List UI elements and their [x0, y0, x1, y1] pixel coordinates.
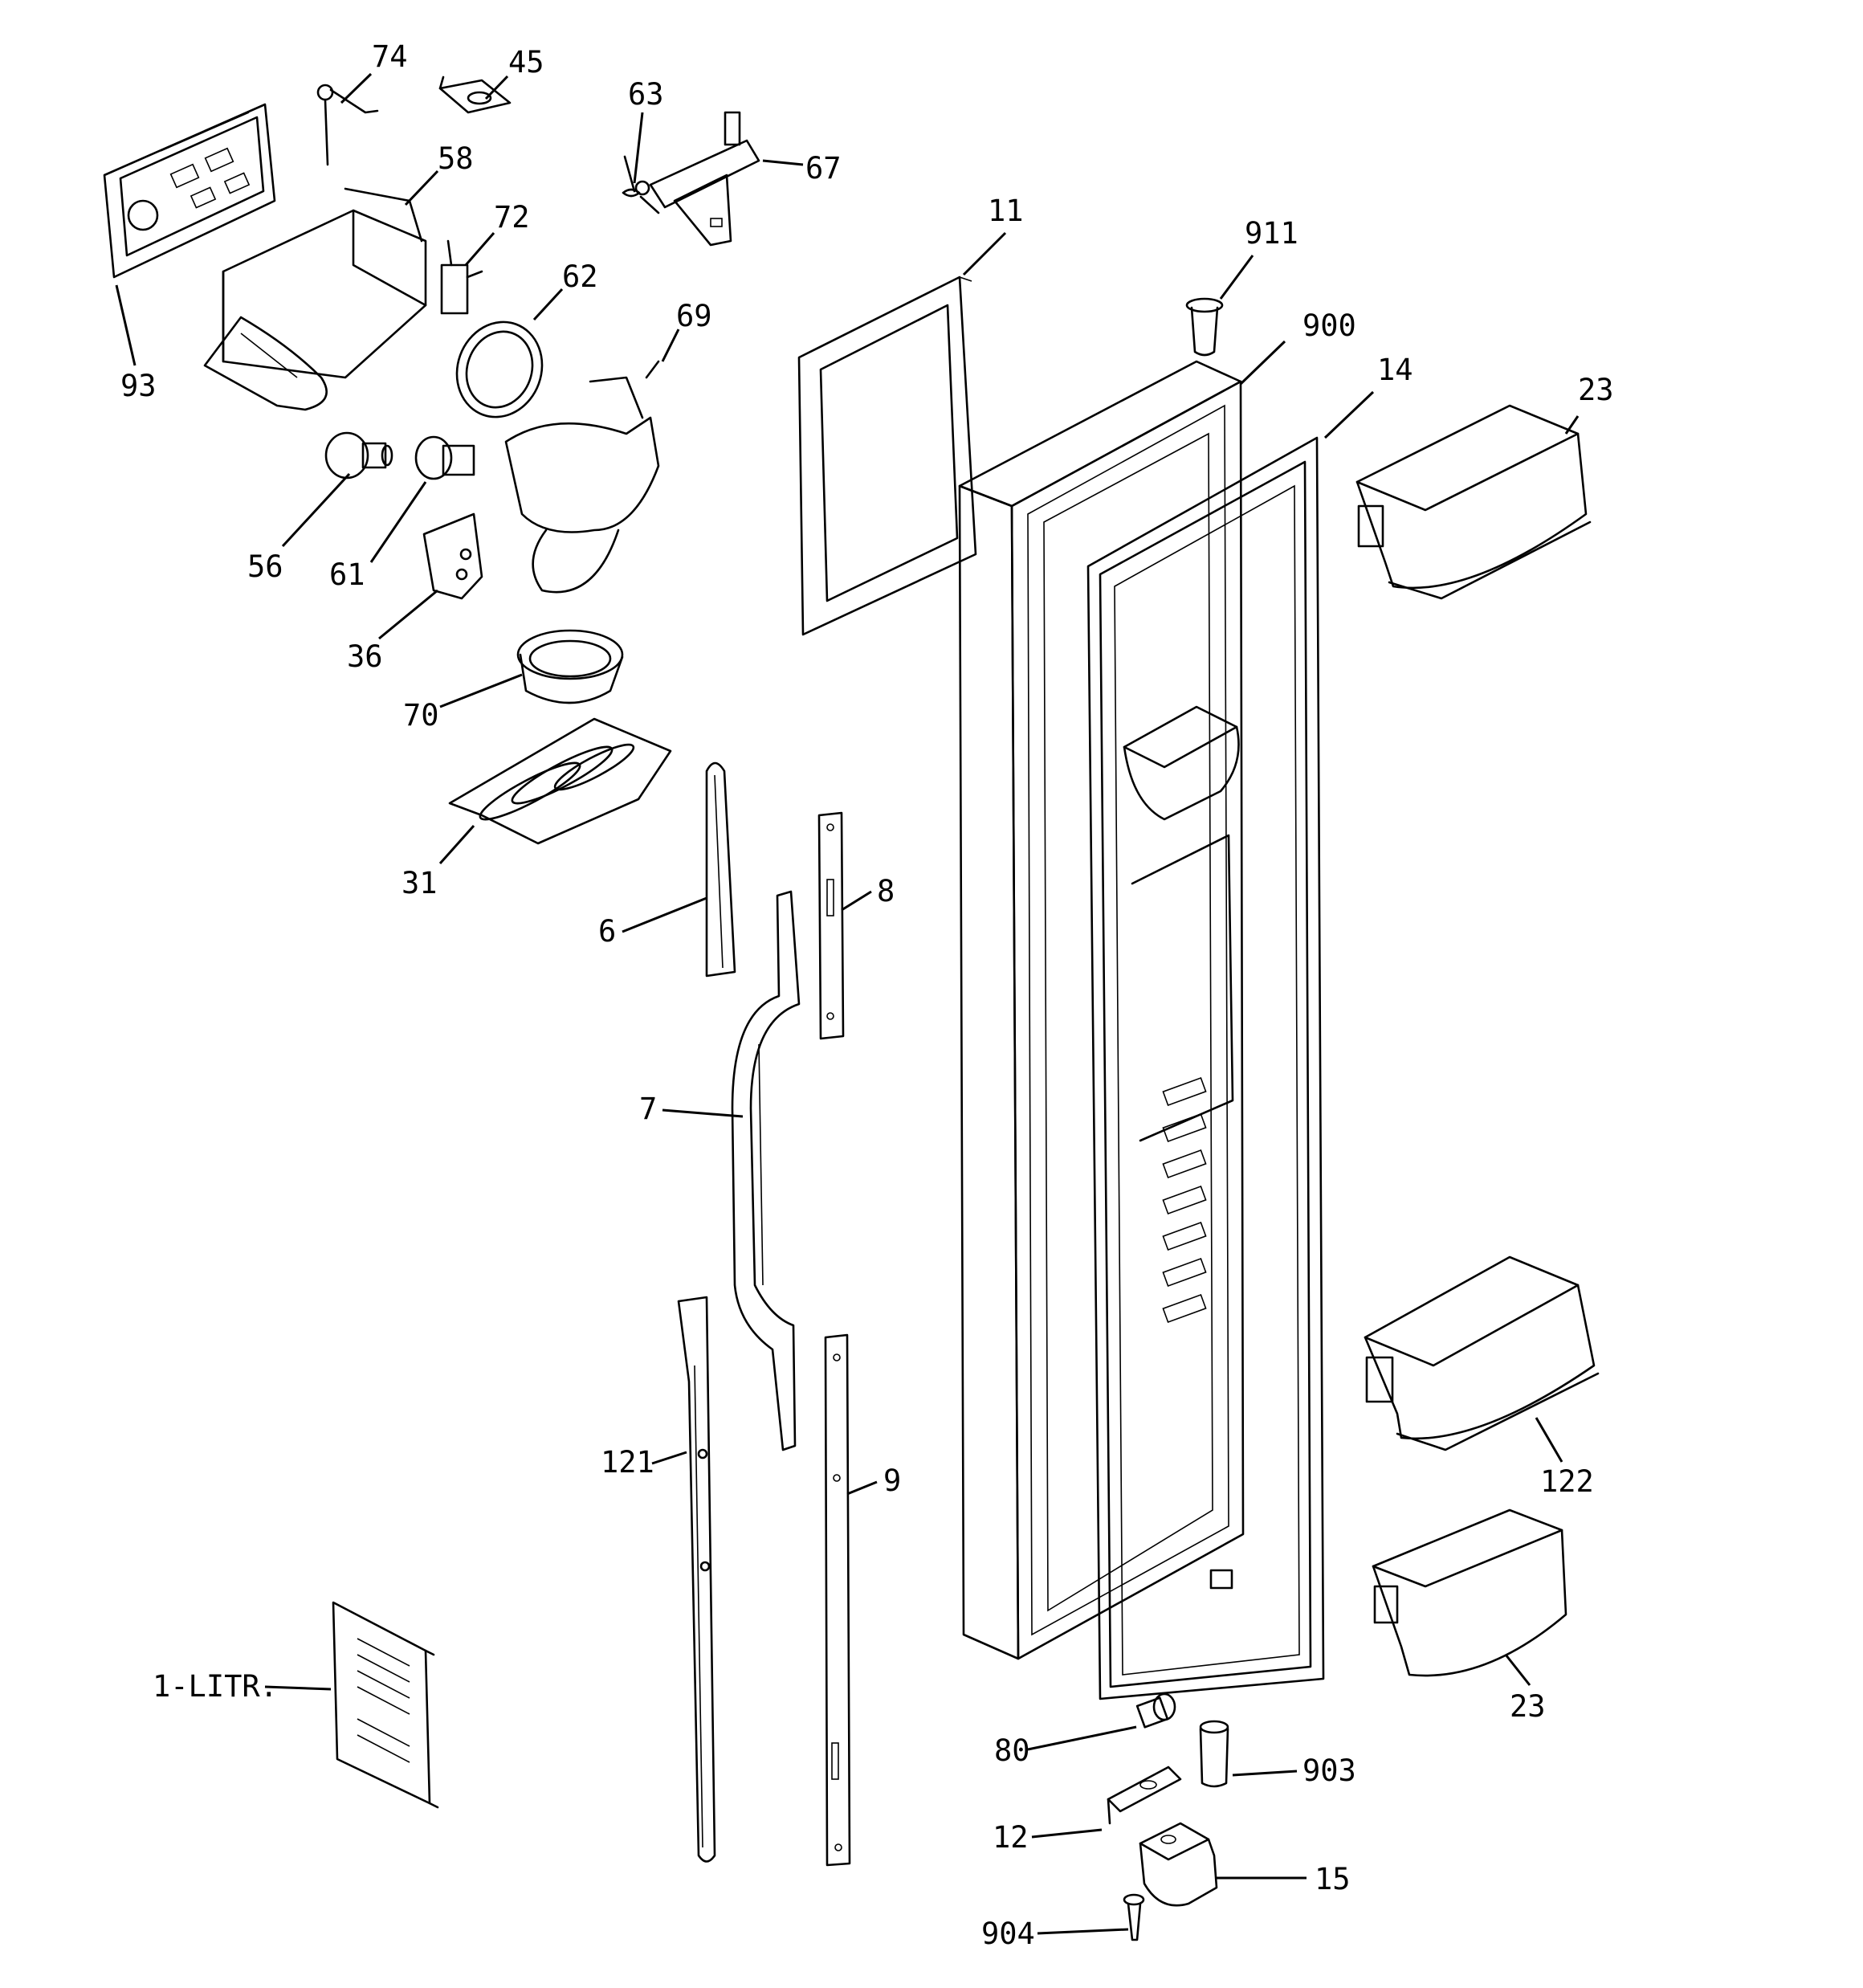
part-bracket-45: [438, 76, 512, 114]
callout-23-lower: 23: [1510, 1689, 1546, 1724]
part-socket-61: [414, 435, 475, 480]
callout-11: 11: [988, 194, 1024, 228]
callout-58: 58: [438, 141, 474, 176]
callout-67: 67: [805, 151, 842, 186]
callout-56: 56: [247, 549, 283, 584]
part-door-liner-details: [1123, 705, 1240, 1590]
part-bin-122: [1364, 1255, 1600, 1451]
callout-122: 122: [1540, 1464, 1594, 1499]
callout-labels: 74 45 63 67 58 72 62 69 93 56 61 36 70 3…: [120, 39, 1614, 1951]
part-strip-8: [817, 811, 845, 1040]
callout-61: 61: [329, 557, 365, 592]
part-ice-chute-69: [504, 360, 660, 594]
part-control-panel: [103, 103, 276, 279]
part-trim-121: [677, 1296, 716, 1863]
callout-80: 80: [994, 1733, 1030, 1768]
part-plug-80: [1135, 1692, 1176, 1729]
callout-70: 70: [403, 698, 439, 733]
callout-36: 36: [347, 639, 383, 674]
callout-31: 31: [402, 866, 438, 900]
callout-900: 900: [1302, 308, 1356, 343]
part-spring-74: [316, 84, 379, 166]
callout-904: 904: [981, 1917, 1035, 1951]
callout-8: 8: [877, 874, 895, 908]
part-spring-63: [622, 155, 660, 214]
part-bin-23-upper: [1355, 404, 1592, 600]
part-gasket-14: [1086, 436, 1325, 1700]
part-bushing-903: [1199, 1720, 1229, 1788]
callout-12: 12: [993, 1820, 1029, 1855]
callout-62: 62: [562, 259, 598, 294]
callout-72: 72: [494, 200, 530, 235]
part-dispenser-housing: [203, 187, 427, 411]
callout-7: 7: [639, 1092, 657, 1126]
part-recess-frame-11: [797, 276, 977, 636]
callout-14: 14: [1377, 353, 1413, 387]
callout-74: 74: [372, 39, 408, 74]
callout-9: 9: [883, 1463, 901, 1498]
part-plate-12: [1107, 1766, 1182, 1825]
part-bin-23-lower: [1372, 1508, 1567, 1677]
part-switch-72: [440, 239, 483, 315]
part-screw-904: [1123, 1893, 1145, 1941]
part-literature: [332, 1601, 439, 1809]
part-strip-9: [824, 1333, 851, 1867]
callout-903: 903: [1302, 1753, 1356, 1788]
part-housing-70: [516, 629, 624, 704]
callout-6: 6: [598, 914, 616, 949]
part-handle-7: [731, 890, 801, 1451]
callout-93: 93: [120, 369, 157, 403]
callout-911: 911: [1245, 216, 1298, 251]
part-ring-62: [455, 320, 544, 418]
part-bracket-36: [422, 512, 483, 600]
part-drip-tray-31: [448, 717, 672, 845]
callout-121: 121: [601, 1445, 654, 1480]
callout-1-litr: 1-LITR.: [153, 1669, 278, 1704]
part-actuator-67: [634, 111, 760, 247]
part-trim-6: [705, 761, 736, 978]
part-hinge-15: [1139, 1822, 1218, 1907]
leader-lines: [115, 72, 1580, 1935]
callout-23-upper: 23: [1578, 373, 1614, 407]
callout-63: 63: [628, 77, 664, 112]
callout-15: 15: [1315, 1862, 1351, 1896]
part-bulb-56: [324, 431, 393, 480]
callout-69: 69: [676, 299, 712, 333]
part-door-900: [958, 360, 1245, 1660]
callout-45: 45: [508, 45, 544, 80]
part-bushing-911: [1185, 297, 1224, 357]
